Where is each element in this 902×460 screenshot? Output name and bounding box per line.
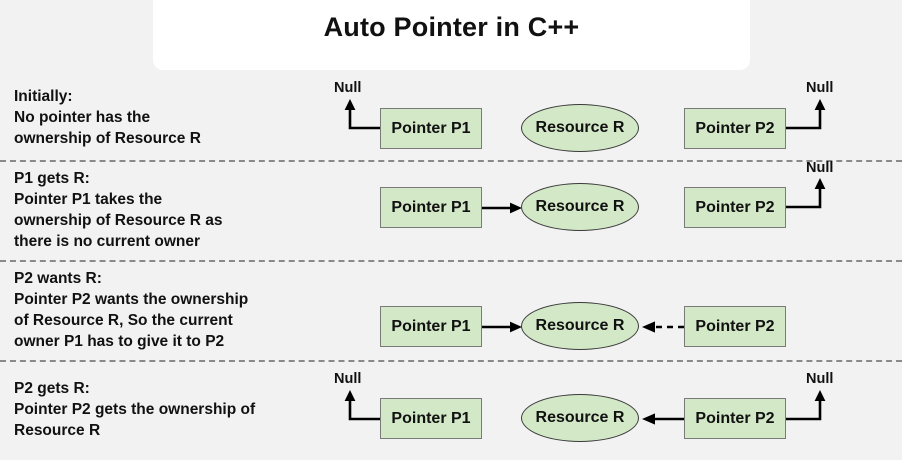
row-separator-2 xyxy=(0,260,902,262)
pointer-p2-box-row1[interactable]: Pointer P2 xyxy=(684,108,786,149)
pointer-p2-box-row3[interactable]: Pointer P2 xyxy=(684,306,786,347)
p1-to-resource-arrow-row2 xyxy=(482,202,522,214)
pointer-p1-box-row1[interactable]: Pointer P1 xyxy=(380,108,482,149)
row-caption-initially: Initially: No pointer has the ownership … xyxy=(14,88,201,147)
title-card: Auto Pointer in C++ xyxy=(153,0,750,70)
row-caption-p1-gets-r: P1 gets R: Pointer P1 takes the ownershi… xyxy=(14,170,223,250)
row-separator-1 xyxy=(0,160,902,162)
pointer-p1-box-row4[interactable]: Pointer P1 xyxy=(380,398,482,439)
p1-null-arrow-row1 xyxy=(344,99,384,130)
p2-to-resource-dashed-arrow-row3 xyxy=(642,321,684,333)
p1-to-resource-arrow-row3 xyxy=(482,321,522,333)
null-label-left-row1: Null xyxy=(334,80,362,96)
p2-null-arrow-row2 xyxy=(786,178,826,209)
pointer-p1-box-row2[interactable]: Pointer P1 xyxy=(380,187,482,228)
pointer-p2-box-row4[interactable]: Pointer P2 xyxy=(684,398,786,439)
null-label-left-row4: Null xyxy=(334,371,362,387)
null-label-right-row1: Null xyxy=(806,80,834,96)
null-label-right-row4: Null xyxy=(806,371,834,387)
row-caption-p2-wants-r: P2 wants R: Pointer P2 wants the ownersh… xyxy=(14,270,249,350)
pointer-p1-box-row3[interactable]: Pointer P1 xyxy=(380,306,482,347)
row-caption-p2-gets-r: P2 gets R: Pointer P2 gets the ownership… xyxy=(14,380,256,439)
p1-null-arrow-row4 xyxy=(344,390,384,421)
resource-r-ellipse-row1[interactable]: Resource R xyxy=(521,104,639,152)
resource-r-ellipse-row4[interactable]: Resource R xyxy=(521,394,639,442)
pointer-p2-box-row2[interactable]: Pointer P2 xyxy=(684,187,786,228)
resource-r-ellipse-row3[interactable]: Resource R xyxy=(521,302,639,350)
page-title: Auto Pointer in C++ xyxy=(323,12,580,42)
null-label-right-row2: Null xyxy=(806,160,834,176)
p2-null-arrow-row4 xyxy=(786,390,826,421)
p2-null-arrow-row1 xyxy=(786,99,826,130)
resource-r-ellipse-row2[interactable]: Resource R xyxy=(521,183,639,231)
p2-to-resource-arrow-row4 xyxy=(642,413,684,425)
row-separator-3 xyxy=(0,360,902,362)
